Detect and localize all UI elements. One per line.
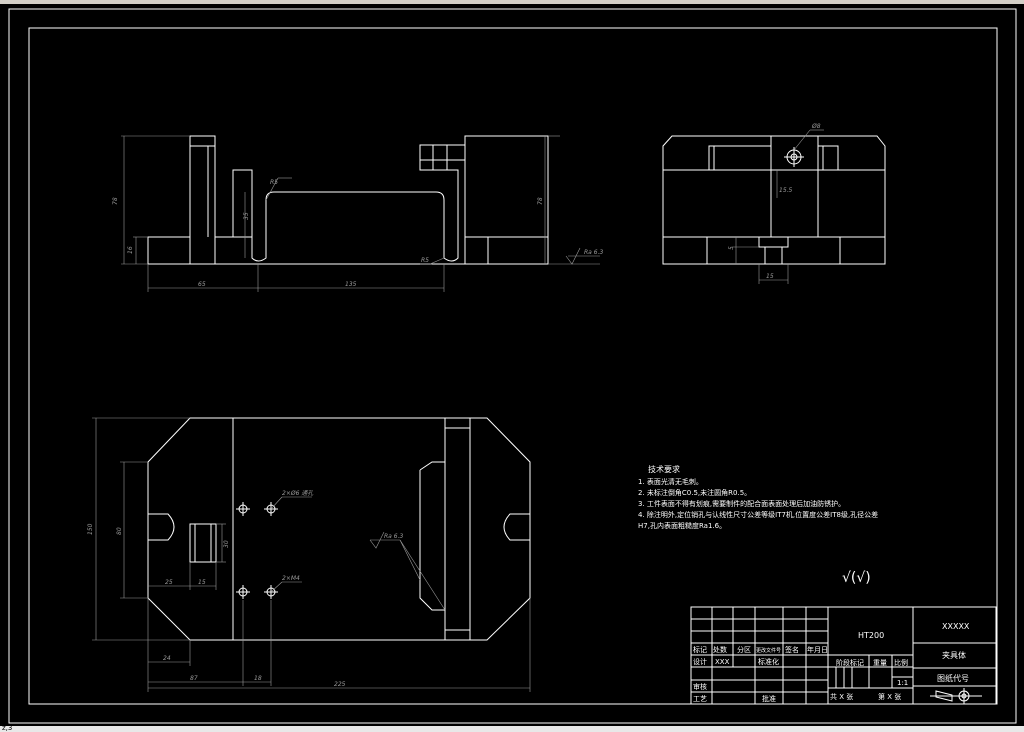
status-bar [0,726,1024,732]
dim-plan-pocket-height: 30 [223,540,230,548]
title-project-code: XXXXX [942,622,970,631]
title-scale-value: 1:1 [897,679,908,687]
front-view [121,135,600,292]
plan-roughness: Ra 6.3 [384,533,403,540]
title-part-name: 夹具体 [942,650,966,660]
inner-border [28,27,998,705]
title-zone: 分区 [737,645,751,654]
title-weight: 重量 [873,659,887,667]
title-change-doc: 更改文件号 [756,647,781,654]
title-process: 工艺 [693,695,707,703]
dim-plan-w4: 87 [190,675,198,682]
title-standardize: 标准化 [758,657,779,666]
tech-req-line-2: 2. 未标注倒角C0.5,未注圆角R0.5。 [638,488,751,497]
dim-plan-overall-width: 225 [334,681,346,688]
outer-border [8,8,1017,724]
title-count: 处数 [713,645,727,654]
dim-front-height-right: 78 [537,197,544,205]
tech-req-heading: 技术要求 [648,464,680,474]
tech-req-line-1: 1. 表面光清无毛刺。 [638,477,703,486]
title-mark: 标记 [693,645,707,654]
title-scale: 比例 [894,658,908,667]
dim-front-width-middle: 135 [345,281,357,288]
dim-front-width-left: 65 [198,281,206,288]
dim-side-hole-depth: 15.5 [779,187,793,194]
dim-front-radius-bottom: R5 [421,257,429,264]
title-designer: XXX [715,658,730,666]
title-block [690,606,997,705]
dim-plan-inner-height: 80 [116,527,123,535]
dim-plan-w5: 18 [254,675,262,682]
side-view [662,129,886,284]
title-review: 审核 [693,682,707,691]
roughness-note: √(√) [842,570,871,586]
title-date: 年月日 [807,645,828,654]
title-drawing-code: 图纸代号 [937,673,969,683]
plan-holes-note: 2×Ø6 通孔 [282,490,314,497]
dim-front-inner-height: 35 [243,212,250,220]
plan-threads-note: 2×M4 [282,575,300,582]
dim-front-radius-top: R5 [270,179,278,186]
tech-req-line-4: 4. 除注明外,定位销孔与认线性尺寸公差等级IT7机,位置度公差IT8级,孔径公… [638,510,878,519]
status-text: z,3 [2,724,13,732]
title-approve: 批准 [762,694,776,703]
title-sign: 签名 [785,645,799,654]
title-sheet-number: 第 X 张 [878,692,901,701]
dim-plan-overall-height: 150 [87,523,94,535]
tech-req-line-3: 3. 工件表面不得有划痕,需要制件的配合面表面处理后加油防锈护。 [638,499,845,508]
tech-req-line-5: H7,孔内表面粗糙度Ra1.6。 [638,521,726,530]
dim-side-hole-dia: Ø8 [811,123,821,130]
dim-front-height-left: 78 [112,197,119,205]
title-sheets-total: 共 X 张 [830,692,853,701]
title-design-label: 设计 [693,657,707,666]
dim-side-slot-depth: 5 [728,246,735,250]
roughness-front: Ra 6.3 [584,249,603,256]
dim-front-height-small: 16 [127,246,134,254]
title-stage: 阶段标记 [836,658,864,667]
dim-plan-w3: 24 [163,655,171,662]
title-material: HT200 [858,631,884,640]
dim-side-slot-width: 15 [766,273,774,280]
dim-plan-w1: 25 [165,579,173,586]
plan-view [92,417,531,692]
window-top-bar [0,0,1024,4]
dim-plan-w2: 15 [198,579,206,586]
